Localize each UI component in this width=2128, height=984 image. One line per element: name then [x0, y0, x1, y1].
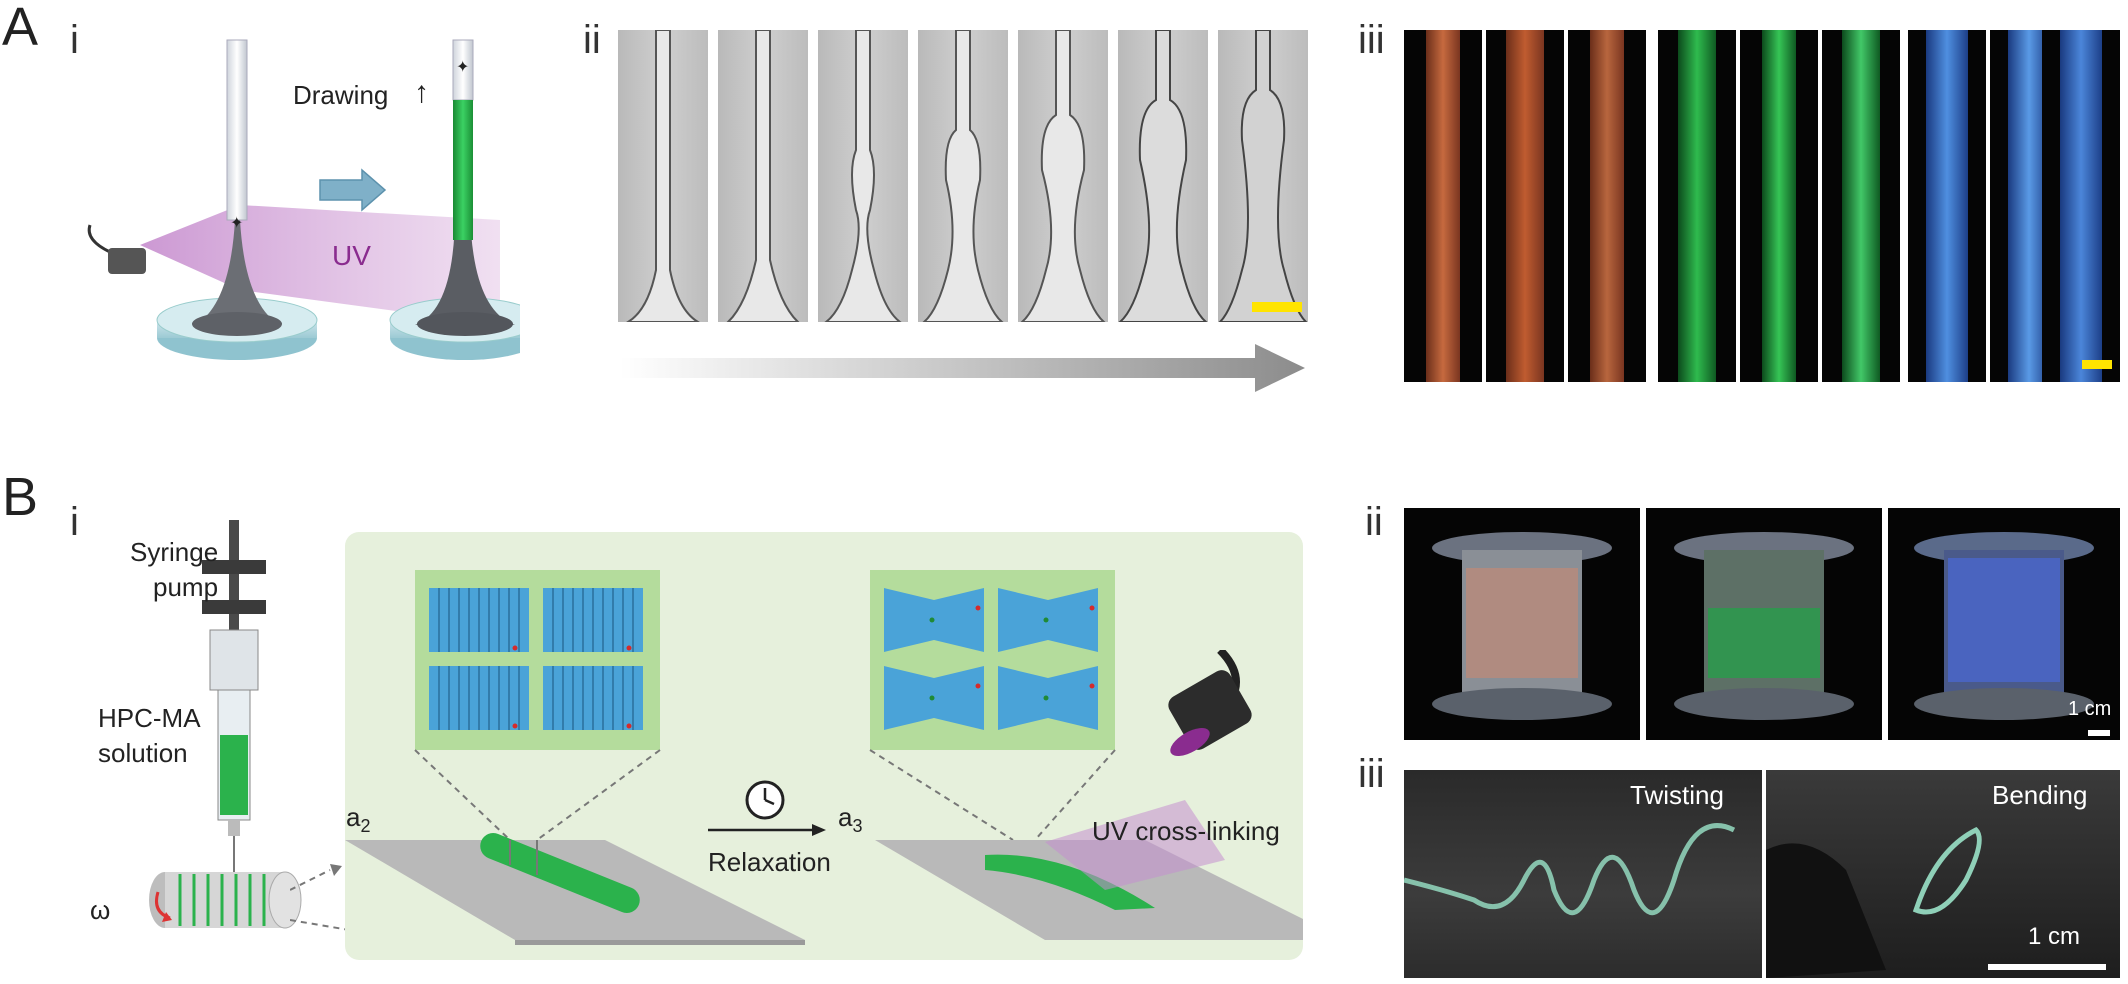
time-lapse-frame: [818, 30, 908, 322]
time-lapse-strip: [618, 30, 1308, 322]
panel-a-iii-label: iii: [1358, 18, 1385, 62]
svg-text:✦: ✦: [456, 57, 469, 76]
fiber-photo-blue: [2042, 30, 2120, 382]
panel-a-i-label: i: [70, 18, 79, 62]
omega-label: ω: [90, 895, 111, 925]
uv-label: UV: [332, 240, 371, 271]
colored-fibers-photos: [1404, 0, 2120, 392]
time-lapse-frame: [618, 30, 708, 322]
panel-a-ii-label: ii: [583, 18, 601, 62]
fiber-photo-green: [1740, 30, 1818, 382]
microstructure-inset-a2: [415, 570, 660, 750]
solution-label: solution: [98, 738, 188, 768]
time-lapse-frame: [918, 30, 1008, 322]
time-lapse-frame: [718, 30, 808, 322]
label-a2: a2: [346, 802, 371, 837]
panel-letter-a: A: [2, 0, 39, 57]
uv-lamp-icon: [108, 248, 146, 274]
time-lapse-frame: [1118, 30, 1208, 322]
relaxation-label: Relaxation: [708, 847, 831, 877]
uv-crosslinking-label: UV cross-linking: [1092, 816, 1280, 846]
twisting-label: Twisting: [1630, 780, 1724, 810]
scale-bar: [1252, 302, 1302, 312]
fiber-photo-red: [1486, 30, 1564, 382]
relaxation-arrow: [708, 780, 826, 836]
bending-scale-label: 1 cm: [2028, 923, 2081, 950]
spool-scale-label: 1 cm: [2068, 698, 2112, 720]
spool-photo-blue: [1888, 508, 2120, 740]
drawing-up-arrow-icon: ↑: [414, 76, 429, 109]
label-a3: a3: [838, 802, 863, 837]
pump-label: pump: [153, 572, 219, 602]
scale-bar: [2088, 730, 2110, 736]
panel-letter-b: B: [2, 467, 39, 527]
fiber-photo-red: [1404, 30, 1482, 382]
bending-photo: [1766, 770, 2120, 978]
fiber-photo-red: [1568, 30, 1646, 382]
microstructure-inset-a3: [870, 570, 1115, 750]
panel-b-iii-label: iii: [1358, 752, 1385, 796]
hpc-ma-label: HPC-MA: [98, 703, 201, 733]
fiber-photo-green: [1658, 30, 1736, 382]
uv-lamp-b-icon: [1168, 650, 1252, 756]
panel-b-i-label: i: [70, 500, 79, 544]
time-progress-arrow-icon: [620, 344, 1305, 392]
drawing-label: Drawing: [293, 80, 389, 110]
syringe-pump-schematic: [149, 520, 302, 929]
svg-text:✦: ✦: [230, 213, 243, 232]
bending-label: Bending: [1992, 780, 2088, 810]
process-arrow-icon: [319, 168, 387, 212]
substrate-scene: [345, 749, 1303, 945]
scale-bar: [1988, 964, 2106, 970]
twisting-photo: [1403, 770, 1762, 978]
syringe-label: Syringe: [130, 537, 219, 567]
time-lapse-frame: [1218, 30, 1308, 322]
time-lapse-frame: [1018, 30, 1108, 322]
uv-beam-shape: [140, 205, 500, 325]
scale-bar: [2082, 360, 2112, 369]
spool-photo-green: [1646, 508, 1882, 740]
spool-photo-red: [1404, 508, 1640, 740]
fiber-photo-blue: [1908, 30, 1986, 382]
fiber-photo-green: [1822, 30, 1900, 382]
panel-b-ii-label: ii: [1365, 500, 1383, 544]
fiber-drawing-schematic: ✦ ✦: [87, 39, 520, 360]
syringe-pump-icon: [202, 560, 266, 574]
